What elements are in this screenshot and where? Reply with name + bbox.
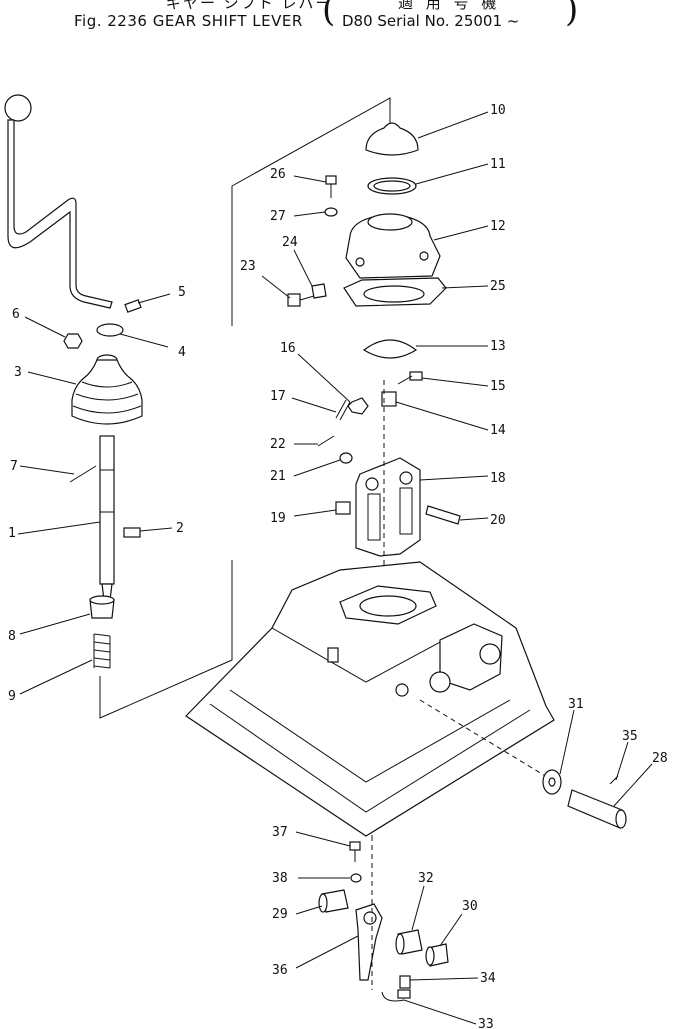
- bushing-30: [425, 913, 463, 967]
- pin-2: [123, 527, 173, 538]
- washer-38: [298, 873, 362, 883]
- callout-28: 28: [652, 751, 668, 766]
- callout-10: 10: [490, 103, 506, 118]
- callout-34: 34: [480, 971, 496, 986]
- pin-20: [425, 505, 489, 525]
- shift-lever-rod: [4, 94, 113, 309]
- callout-25: 25: [490, 279, 506, 294]
- bolt-34: [399, 975, 479, 989]
- bushing-8: [19, 595, 115, 635]
- bushing-19: [293, 501, 351, 517]
- bolt-33: [381, 989, 477, 1025]
- callout-37: 37: [272, 825, 288, 840]
- washer-27: [293, 207, 338, 217]
- ring-11: [367, 163, 489, 195]
- callout-11: 11: [490, 157, 506, 172]
- washer-24: [293, 249, 327, 299]
- callout-18: 18: [490, 471, 506, 486]
- left-bracket: (: [322, 0, 336, 30]
- callout-15: 15: [490, 379, 506, 394]
- bolt-26: [293, 175, 337, 198]
- callout-21: 21: [270, 469, 286, 484]
- callout-22: 22: [270, 437, 286, 452]
- nut-6: [24, 316, 83, 349]
- housing-12: [345, 213, 489, 279]
- callout-8: 8: [8, 629, 16, 644]
- bolt-5: [124, 293, 171, 313]
- callout-36: 36: [272, 963, 288, 978]
- japanese-part-name: ギヤー シフト レバー: [166, 0, 333, 12]
- callout-33: 33: [478, 1017, 494, 1029]
- right-bracket: ): [565, 0, 579, 30]
- washer-31: [542, 709, 575, 795]
- callout-5: 5: [178, 285, 186, 300]
- callout-13: 13: [490, 339, 506, 354]
- callout-14: 14: [490, 423, 506, 438]
- bushing-32: [395, 885, 425, 955]
- transmission-case: [185, 561, 555, 837]
- callout-29: 29: [272, 907, 288, 922]
- nut-16: [297, 353, 369, 415]
- callout-6: 6: [12, 307, 20, 322]
- pin-35: [609, 741, 629, 785]
- callout-32: 32: [418, 871, 434, 886]
- bolt-23: [261, 275, 315, 307]
- callout-1: 1: [8, 526, 16, 541]
- callout-31: 31: [568, 697, 584, 712]
- shaft-28: [567, 763, 653, 829]
- seat-13: [362, 339, 488, 359]
- bolt-37: [295, 831, 361, 862]
- bracket-18: [355, 457, 489, 557]
- callout-38: 38: [272, 871, 288, 886]
- lever-shaft-1: [17, 435, 115, 601]
- bushing-29: [295, 889, 349, 915]
- callout-24: 24: [282, 235, 298, 250]
- callout-30: 30: [462, 899, 478, 914]
- boot-3: [27, 354, 143, 425]
- callout-3: 3: [14, 365, 22, 380]
- bolt-15: [397, 371, 489, 387]
- callout-16: 16: [280, 341, 296, 356]
- callout-20: 20: [490, 513, 506, 528]
- serial-range: D80 Serial No. 25001 ~: [342, 12, 520, 30]
- callout-27: 27: [270, 209, 286, 224]
- callout-23: 23: [240, 259, 256, 274]
- callout-4: 4: [178, 345, 186, 360]
- callout-7: 7: [10, 459, 18, 474]
- pin-7: [19, 465, 97, 483]
- figure-title: Fig. 2236 GEAR SHIFT LEVER: [74, 12, 303, 30]
- callout-26: 26: [270, 167, 286, 182]
- pin-22: [294, 435, 335, 447]
- callout-9: 9: [8, 689, 16, 704]
- callout-2: 2: [176, 521, 184, 536]
- callout-35: 35: [622, 729, 638, 744]
- gasket-25: [343, 277, 489, 307]
- lever-36: [295, 903, 383, 981]
- callout-19: 19: [270, 511, 286, 526]
- callout-17: 17: [270, 389, 286, 404]
- spring-9: [19, 633, 111, 695]
- cap-10: [365, 111, 489, 156]
- pin-17: [291, 397, 351, 421]
- japanese-applicable-label: 適 用 号 機: [398, 0, 501, 12]
- callout-12: 12: [490, 219, 506, 234]
- collar-14: [381, 391, 489, 431]
- washer-21: [293, 452, 353, 477]
- clamp-4: [96, 323, 169, 348]
